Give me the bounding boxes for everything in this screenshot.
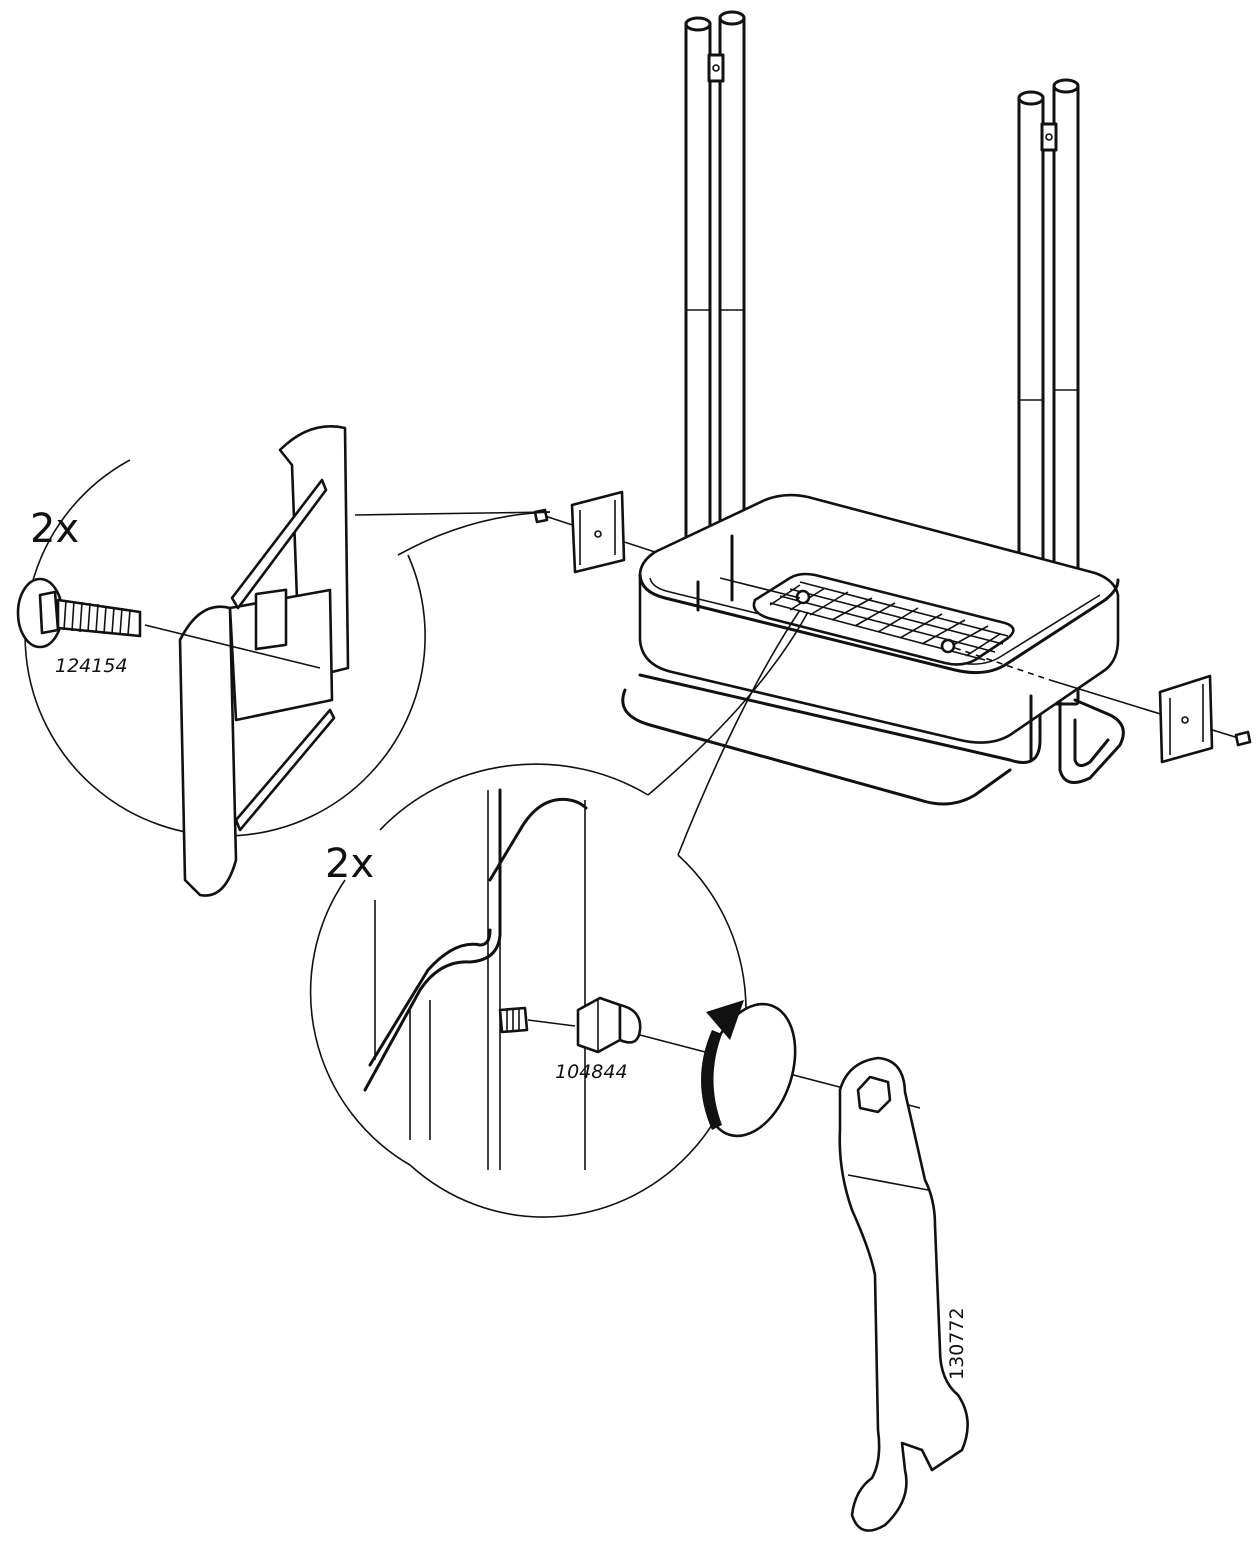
right-poles	[1017, 78, 1080, 706]
bracket-icon	[178, 425, 350, 897]
bracket-quantity-label: 2x	[30, 506, 79, 552]
bracket-detail-callout: 2x 124154	[16, 425, 551, 897]
mesh-panel	[752, 572, 1015, 666]
carriage-bolt-icon	[16, 577, 142, 649]
nut-quantity-label: 2x	[325, 841, 374, 887]
wrench-part-number: 130772	[946, 1307, 968, 1380]
nut-part-number: 104844	[555, 1061, 628, 1083]
nut-detail-callout: 2x 104844	[309, 609, 809, 1218]
bolt-part-number: 124154	[55, 655, 128, 677]
clip-right	[1158, 674, 1252, 764]
clockwise-tighten-arrow-icon	[701, 1000, 797, 1138]
frame-assembly	[533, 10, 1252, 806]
left-poles	[684, 10, 746, 584]
wrench-icon: 130772	[838, 1056, 969, 1532]
clip-left	[533, 490, 626, 574]
threaded-stud-icon	[498, 1006, 529, 1034]
cap-nut-icon	[576, 996, 642, 1054]
